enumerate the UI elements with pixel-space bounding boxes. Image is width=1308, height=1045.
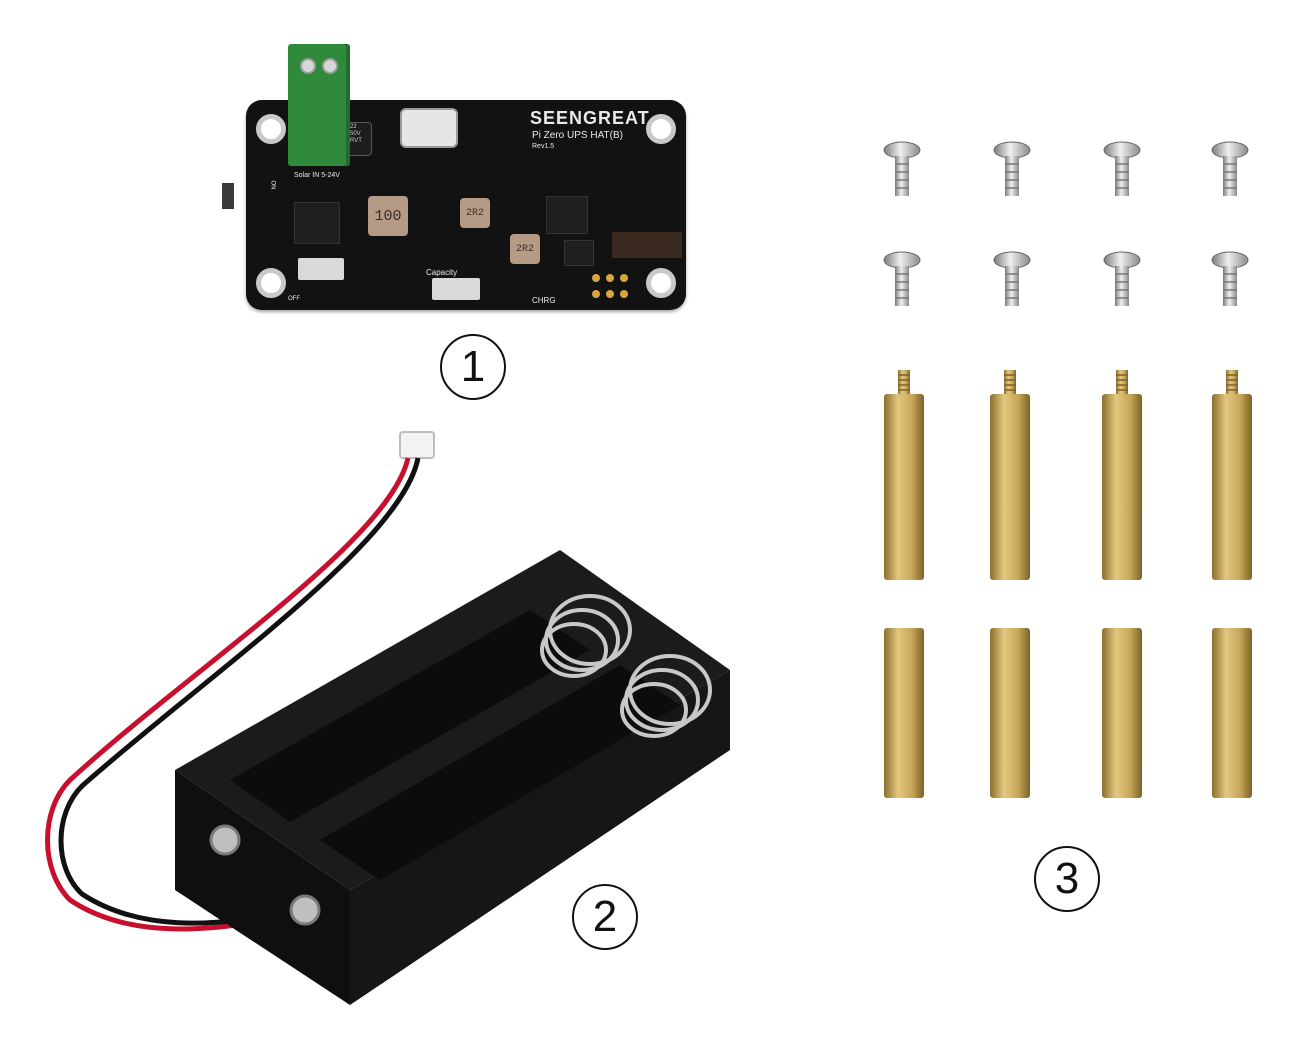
ic-chip: [564, 240, 594, 266]
holder-side: [350, 670, 730, 1005]
hardware-kit: [883, 141, 1253, 798]
solar-label: Solar IN 5-24V: [294, 172, 340, 179]
inductor-2r2: 2R2: [510, 234, 540, 264]
ups-hat-board: SEENGREAT Pi Zero UPS HAT(B) Rev1.5 Sola…: [246, 100, 686, 310]
screws-row-2: [883, 251, 1249, 307]
mounting-hole: [646, 114, 676, 144]
callout-1: 1: [440, 334, 506, 400]
ic-chip: [294, 202, 340, 244]
screws-row-1: [883, 141, 1249, 197]
off-label: OFF: [288, 296, 300, 302]
screw-terminal: [288, 44, 350, 166]
battery-holder: [45, 431, 730, 1005]
mounting-hole: [256, 268, 286, 298]
capacitor-label: 22 50V RVT: [350, 124, 362, 144]
rivet: [209, 824, 241, 856]
mounting-hole: [646, 268, 676, 298]
pogo-pin: [592, 290, 600, 298]
standoffs-female-female: [884, 628, 1252, 798]
pogo-pin: [620, 274, 628, 282]
capacitor-row: [612, 232, 682, 258]
on-label: ON: [269, 180, 276, 190]
jst-connector: [399, 431, 435, 459]
pogo-pin: [606, 290, 614, 298]
pogo-pin: [620, 290, 628, 298]
standoffs-male-female: [883, 369, 1253, 581]
red-wire: [45, 457, 411, 932]
model-text: Pi Zero UPS HAT(B): [532, 130, 623, 141]
rivet: [289, 894, 321, 926]
mounting-hole: [256, 114, 286, 144]
brand-text: SEENGREAT: [530, 108, 650, 128]
usb-c-port: [400, 108, 458, 148]
capacity-label: Capacity: [426, 268, 458, 277]
springs: [540, 594, 712, 738]
terminal-screw: [300, 58, 316, 74]
pogo-pin: [592, 274, 600, 282]
chrg-label: CHRG: [532, 296, 556, 305]
inductor-2r2: 2R2: [460, 198, 490, 228]
callout-2: 2: [572, 884, 638, 950]
callout-3: 3: [1034, 846, 1100, 912]
ic-chip: [546, 196, 588, 234]
power-switch: [222, 183, 234, 209]
terminal-screw: [322, 58, 338, 74]
inductor-100: 100: [368, 196, 408, 236]
revision-text: Rev1.5: [532, 143, 555, 150]
capacity-leds: [432, 278, 480, 300]
dip-switch: [298, 258, 344, 280]
pogo-pin: [606, 274, 614, 282]
black-wire: [58, 457, 421, 926]
capacitor: [346, 122, 372, 156]
